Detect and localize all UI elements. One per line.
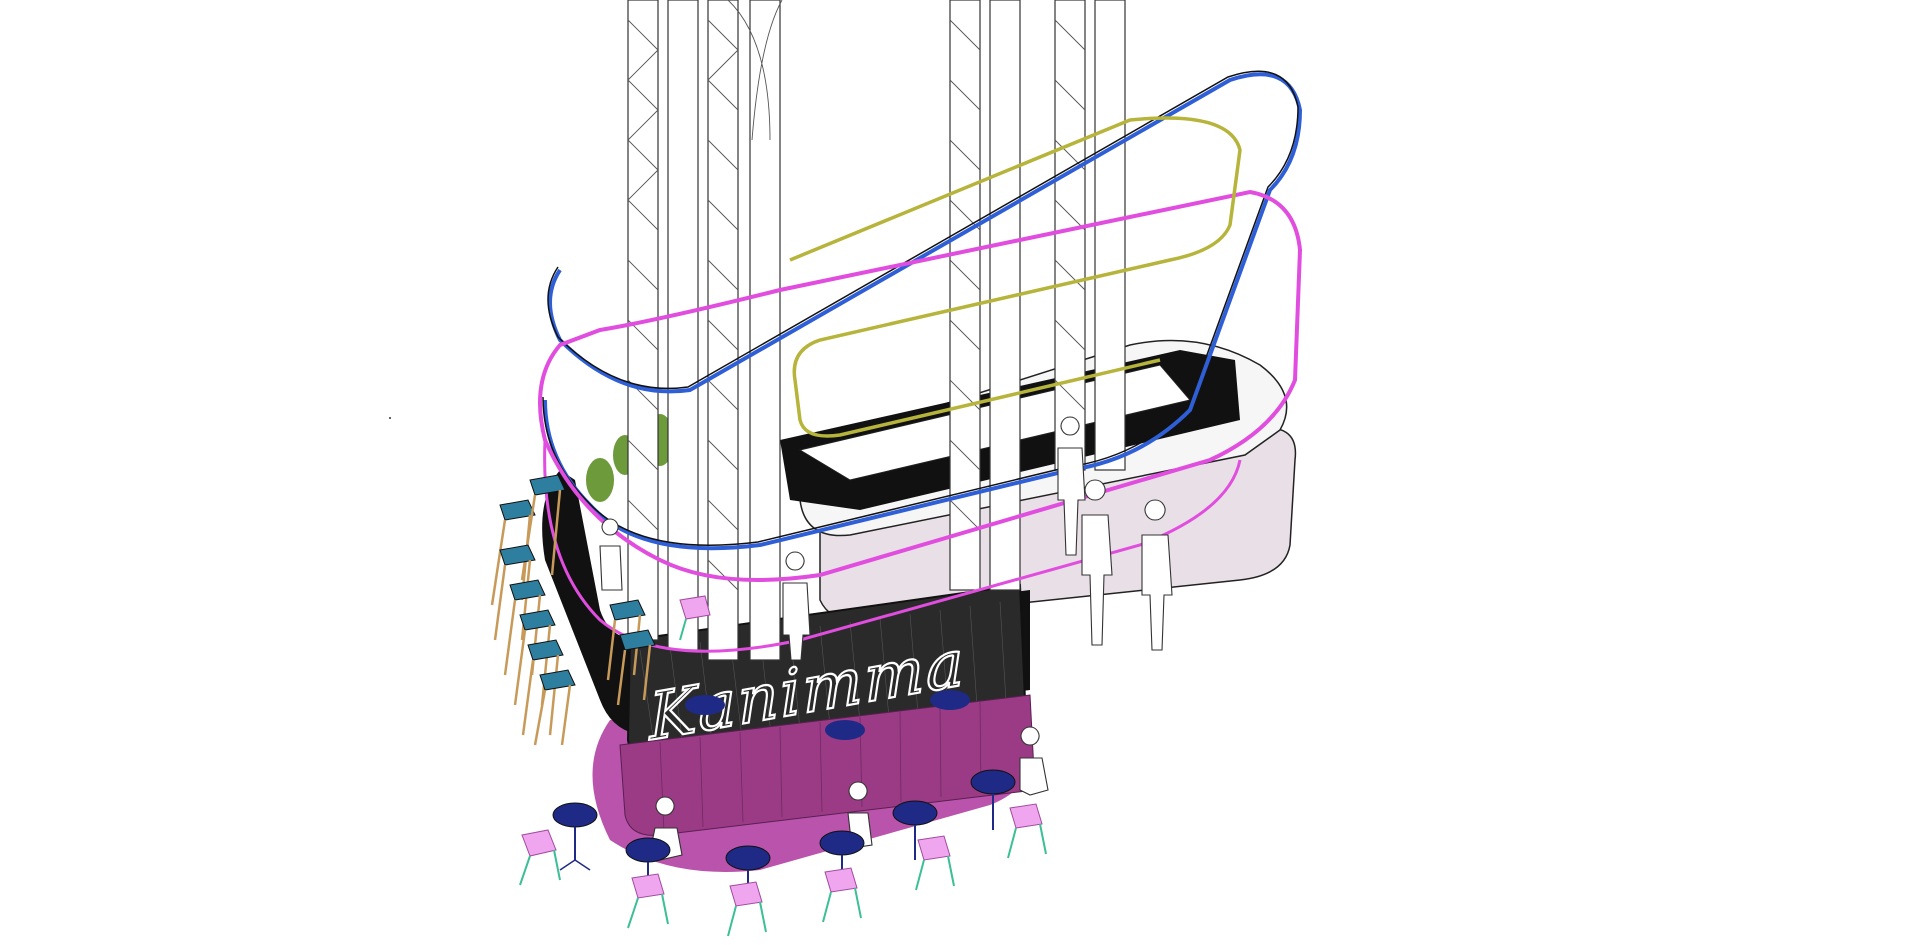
- round-table-icon: [970, 769, 1016, 830]
- bar-stool-icon: [520, 474, 566, 581]
- bar-stools: [490, 474, 656, 746]
- truss-column-5: [949, 0, 981, 591]
- ring-olive: [789, 116, 1242, 438]
- truss-column-2: [667, 0, 699, 651]
- chair-icon: [915, 835, 955, 891]
- bar-stool-icon: [616, 629, 656, 706]
- truss-column-4: [749, 0, 781, 661]
- person-silhouette-icon: [1081, 479, 1113, 646]
- truss-column-8: [1094, 0, 1126, 471]
- people: [599, 416, 1173, 861]
- chair-icon: [727, 881, 767, 937]
- chair-icon: [822, 867, 862, 923]
- bar-stool-icon: [533, 669, 576, 746]
- bar-stool-icon: [521, 639, 564, 736]
- person-silhouette-icon: [599, 518, 623, 591]
- chair-icon: [519, 829, 561, 886]
- round-table-icon: [892, 800, 938, 860]
- person-silhouette-icon: [782, 551, 811, 661]
- bar-stool-icon: [493, 544, 536, 641]
- person-silhouette-icon: [1057, 416, 1086, 556]
- ring-blue-upper-outline: [542, 70, 1299, 546]
- round-table-icon: [552, 802, 598, 871]
- stray-mark: [389, 417, 391, 419]
- chair-icon: [1007, 803, 1047, 859]
- chair-icon: [679, 595, 711, 641]
- truss-lattice: [627, 0, 1086, 591]
- chair-icon: [627, 873, 669, 929]
- bar-stool-icon: [503, 579, 546, 676]
- person-silhouette-icon: [1141, 499, 1173, 651]
- person-silhouette-icon: [1019, 726, 1049, 796]
- panel-tables: [685, 690, 970, 740]
- cafe-seating: [519, 595, 1047, 937]
- truss-column-3: [707, 0, 739, 661]
- bar-stool-icon: [513, 609, 556, 706]
- ring-magenta: [538, 189, 1303, 582]
- truss-column-7: [1054, 0, 1086, 471]
